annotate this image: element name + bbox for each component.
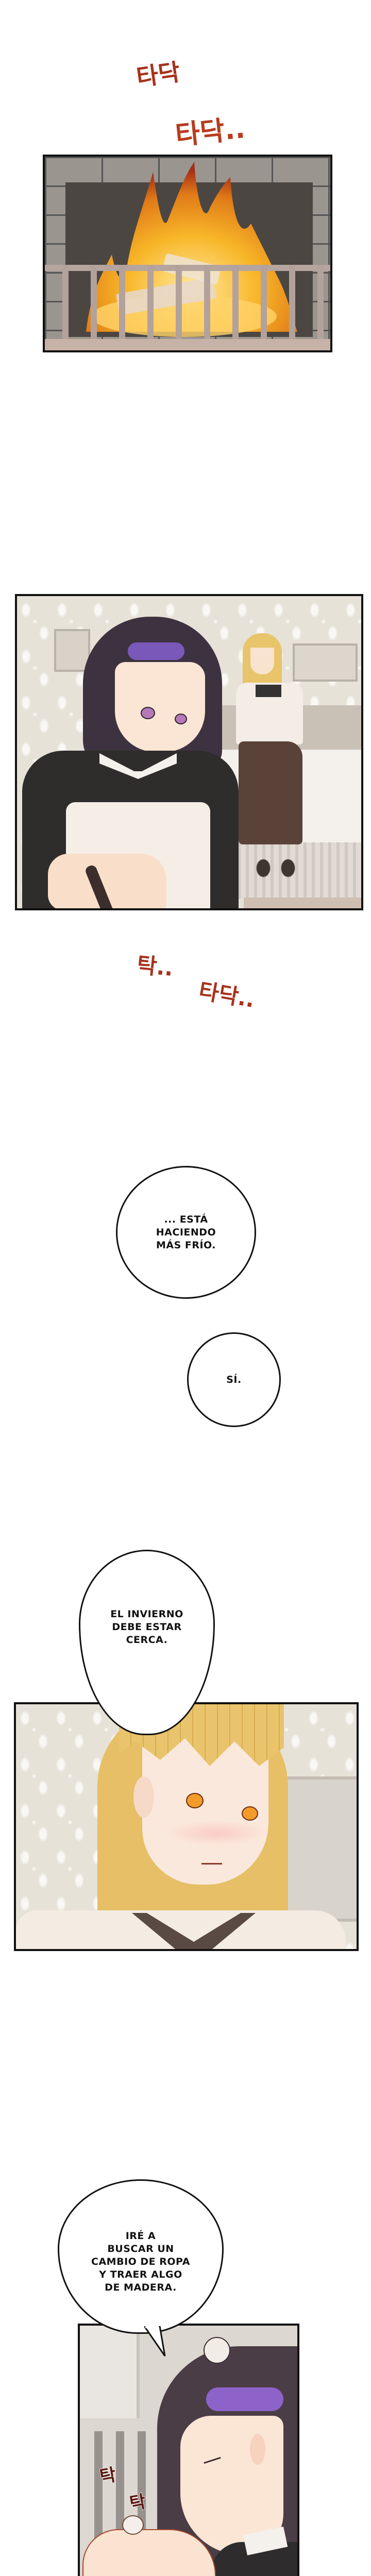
framed-picture-engraving	[293, 643, 358, 682]
speech-text-cold: ... ESTÁ HACIENDO MÁS FRÍO.	[156, 1213, 216, 1251]
panel-maid-profile: 탁 탁	[78, 2324, 299, 2576]
maid-ear	[250, 2434, 265, 2465]
blonde-lady-shoes	[255, 859, 296, 877]
maid-hair-highlight	[128, 642, 184, 660]
speech-text-winter: EL INVIERNO DEBE ESTAR CERCA.	[110, 1608, 183, 1646]
blonde-ear	[133, 1776, 154, 1818]
panel-maid-and-lady	[15, 594, 363, 910]
framed-picture-portrait	[54, 629, 90, 672]
floor	[244, 897, 361, 908]
speech-text-yes: SÍ.	[226, 1374, 242, 1385]
maid-eye	[175, 714, 187, 724]
maid-face	[115, 662, 205, 752]
sfx-pat-1: 탁	[98, 2464, 118, 2488]
maid-hair-highlight	[206, 2387, 283, 2411]
blonde-eye-left	[186, 1793, 204, 1808]
panel-blonde-closeup	[14, 1702, 359, 1951]
sfx-pat-2: 탁	[128, 2491, 148, 2515]
framed-engraving	[284, 1776, 357, 1922]
speech-bubble-wood: IRÉ A BUSCAR UN CAMBIO DE ROPA Y TRAER A…	[58, 2179, 224, 2334]
speech-bubble-yes: SÍ.	[187, 1332, 281, 1427]
window	[80, 2326, 140, 2418]
sfx-tap-1: 탁..	[136, 952, 175, 981]
sfx-crackle-2: 타닥..	[174, 113, 247, 151]
maid-eye	[141, 707, 155, 719]
blonde-blush	[165, 1820, 268, 1846]
sfx-crackle-1: 타닥	[134, 58, 182, 92]
dust-puff	[122, 2515, 144, 2535]
hearth	[45, 339, 330, 350]
speech-bubble-cold: ... ESTÁ HACIENDO MÁS FRÍO.	[116, 1166, 256, 1299]
blonde-eye-right	[242, 1806, 258, 1821]
blonde-lady-bow	[256, 685, 281, 697]
blonde-lady-face	[250, 648, 274, 674]
blonde-mouth	[201, 1863, 222, 1865]
maid-hair-bun	[204, 2337, 230, 2364]
sfx-tap-2: 타닥..	[197, 978, 257, 1013]
panel-fireplace	[43, 155, 332, 352]
blonde-lady-skirt	[239, 741, 302, 844]
speech-bubble-tail	[144, 2326, 166, 2357]
fire-guard-bars	[45, 265, 330, 342]
speech-text-wood: IRÉ A BUSCAR UN CAMBIO DE ROPA Y TRAER A…	[91, 2230, 190, 2293]
